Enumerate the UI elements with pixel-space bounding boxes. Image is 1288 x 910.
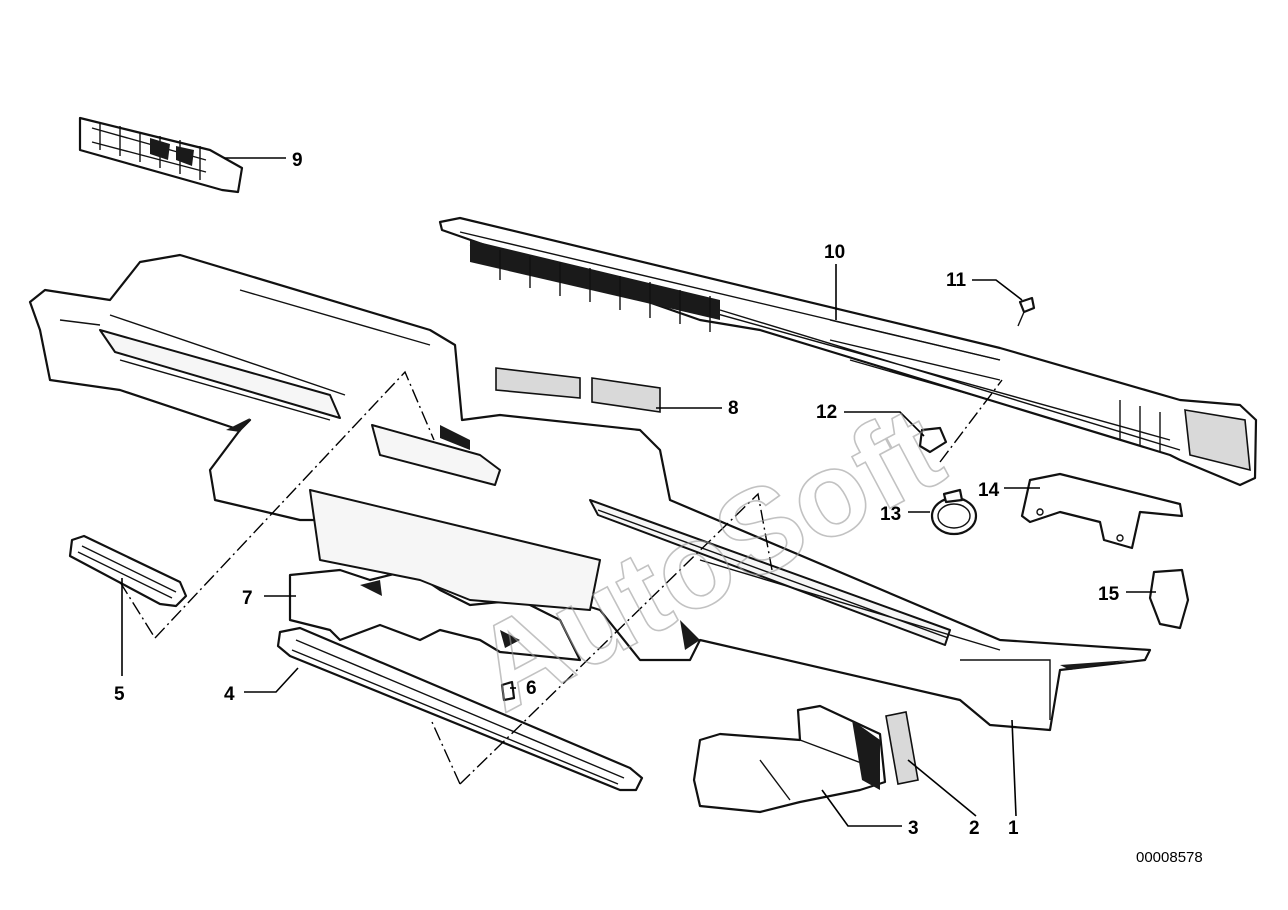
callout-1: 1 xyxy=(1008,818,1019,839)
reference-number: 00008578 xyxy=(1136,849,1203,866)
callout-9: 9 xyxy=(292,150,303,171)
part-4-long-outlet xyxy=(276,626,644,792)
part-8-foam-pads xyxy=(495,367,661,413)
part-6-screw xyxy=(500,680,516,702)
part-15-small-clip xyxy=(1148,568,1190,630)
part-1-main-duct xyxy=(28,253,1152,732)
callout-2: 2 xyxy=(969,818,980,839)
callout-8: 8 xyxy=(728,398,739,419)
callout-10: 10 xyxy=(824,242,845,263)
callout-4: 4 xyxy=(224,684,235,705)
part-10-grille-panel xyxy=(438,216,1258,487)
part-3-elbow-duct xyxy=(692,704,887,814)
part-7-inner-duct xyxy=(288,489,601,662)
callout-3: 3 xyxy=(908,818,919,839)
part-5-small-outlet xyxy=(68,534,188,608)
callout-11: 11 xyxy=(946,270,967,291)
part-9-grille xyxy=(78,116,244,194)
callout-7: 7 xyxy=(242,588,253,609)
callout-13: 13 xyxy=(880,504,901,525)
callout-15: 15 xyxy=(1098,584,1120,605)
callout-5: 5 xyxy=(114,684,125,705)
part-14-bracket xyxy=(1020,472,1184,550)
part-11-screw xyxy=(1017,296,1036,327)
part-2-foam-seal xyxy=(885,711,919,785)
part-13-hose-clamp xyxy=(930,488,978,536)
part-12-clip xyxy=(918,426,948,454)
leader-lines xyxy=(121,157,1156,827)
callout-12: 12 xyxy=(816,402,837,423)
callout-14: 14 xyxy=(978,480,1000,501)
callout-6: 6 xyxy=(526,678,537,699)
assembly-lines xyxy=(119,370,1003,785)
